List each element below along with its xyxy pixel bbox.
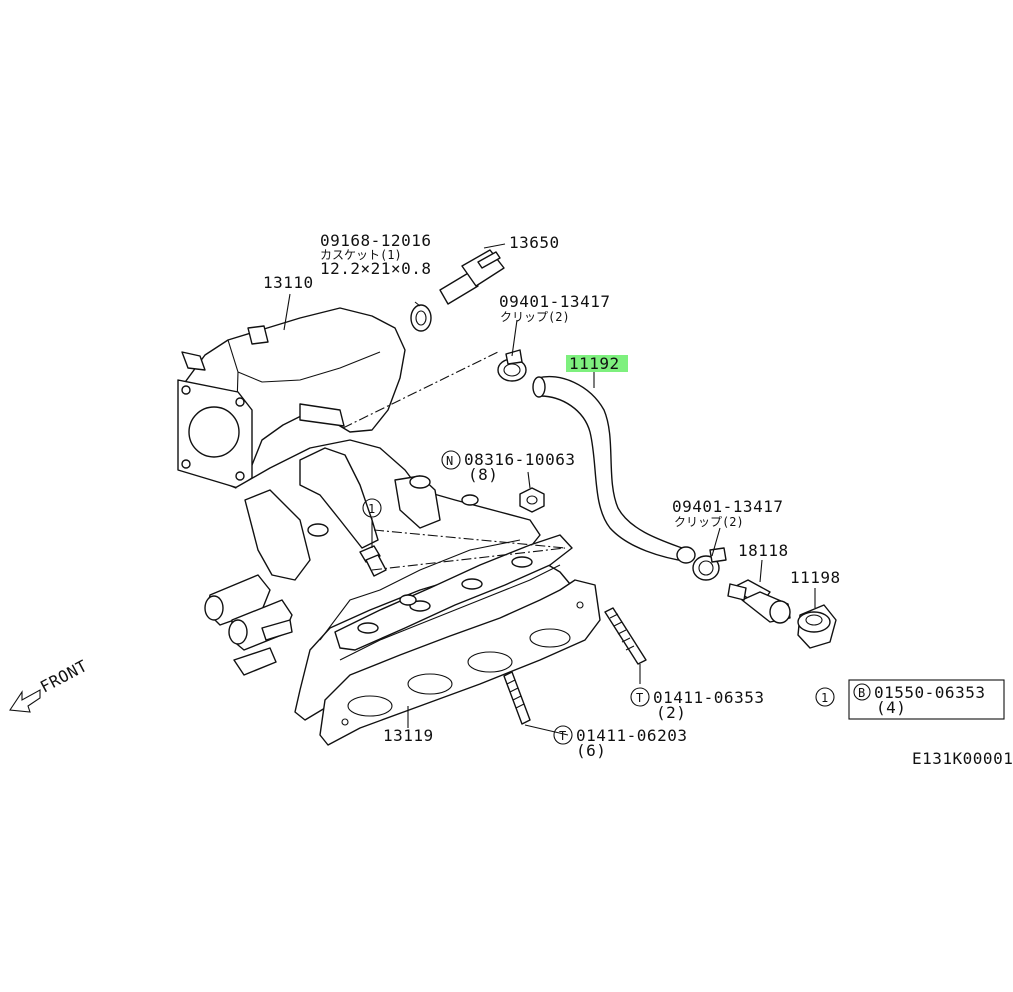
label-09401-upper-name: クリップ(2)	[500, 310, 570, 324]
label-01550-qty: (4)	[876, 698, 906, 717]
symbol-1-box: 1	[821, 691, 828, 705]
label-13110[interactable]: 13110	[263, 273, 314, 292]
symbol-1: 1	[368, 502, 375, 516]
hose-clip-upper[interactable]	[497, 349, 527, 382]
front-arrow-icon	[9, 689, 41, 713]
label-01550[interactable]: 01550-06353	[874, 683, 985, 702]
front-label: FRONT	[37, 656, 91, 697]
stud-01411-06203[interactable]	[503, 671, 531, 725]
part-labels: 09168-12016 カスケット(1) 12.2×21×0.8 13650 1…	[263, 231, 1013, 768]
label-11198[interactable]: 11198	[790, 568, 841, 587]
hose-11192[interactable]	[532, 375, 696, 564]
label-09401-lower-name: クリップ(2)	[674, 515, 744, 529]
label-11192[interactable]: 11192	[569, 354, 620, 373]
front-indicator: FRONT	[9, 656, 91, 713]
grommet[interactable]	[797, 604, 837, 649]
hose-clip-lower[interactable]	[692, 547, 727, 581]
label-13119[interactable]: 13119	[383, 726, 434, 745]
highlight-11192	[566, 355, 628, 372]
label-18118[interactable]: 18118	[738, 541, 789, 560]
sensor-gasket[interactable]	[410, 304, 432, 332]
symbol-b-circle	[853, 683, 871, 701]
pcv-valve[interactable]	[727, 579, 791, 624]
label-09168-size: 12.2×21×0.8	[320, 259, 431, 278]
label-01411-06203-qty: (6)	[576, 741, 606, 760]
symbol-n: N	[446, 454, 453, 468]
label-09401-lower[interactable]: 09401-13417	[672, 497, 783, 516]
label-08316-qty: (8)	[468, 465, 498, 484]
label-08316[interactable]: 08316-10063	[464, 450, 575, 469]
manifold-gasket[interactable]	[319, 579, 601, 746]
symbol-b: B	[858, 686, 865, 700]
symbol-n-circle	[441, 450, 461, 470]
label-09168-name: カスケット(1)	[320, 248, 402, 262]
reference-box	[848, 679, 1005, 720]
symbol-t-a: T	[636, 691, 643, 705]
stud-01411-06353[interactable]	[604, 607, 647, 665]
symbol-t-circle-b	[553, 725, 573, 745]
bolt-1[interactable]	[359, 545, 387, 577]
symbol-1-circle-box	[815, 687, 835, 707]
leader-lines	[283, 243, 816, 736]
symbol-t-b: T	[559, 729, 566, 743]
figure-code: E131K00001	[912, 749, 1013, 768]
label-09401-upper[interactable]: 09401-13417	[499, 292, 610, 311]
nut[interactable]	[519, 487, 545, 513]
label-01411-06203[interactable]: 01411-06203	[576, 726, 687, 745]
label-01411-06353-qty: (2)	[656, 703, 686, 722]
label-13650[interactable]: 13650	[509, 233, 560, 252]
label-01411-06353[interactable]: 01411-06353	[653, 688, 764, 707]
coolant-temp-sensor[interactable]	[439, 249, 505, 305]
symbol-t-circle-a	[630, 687, 650, 707]
symbol-1-circle	[362, 498, 382, 518]
label-09168[interactable]: 09168-12016	[320, 231, 431, 250]
